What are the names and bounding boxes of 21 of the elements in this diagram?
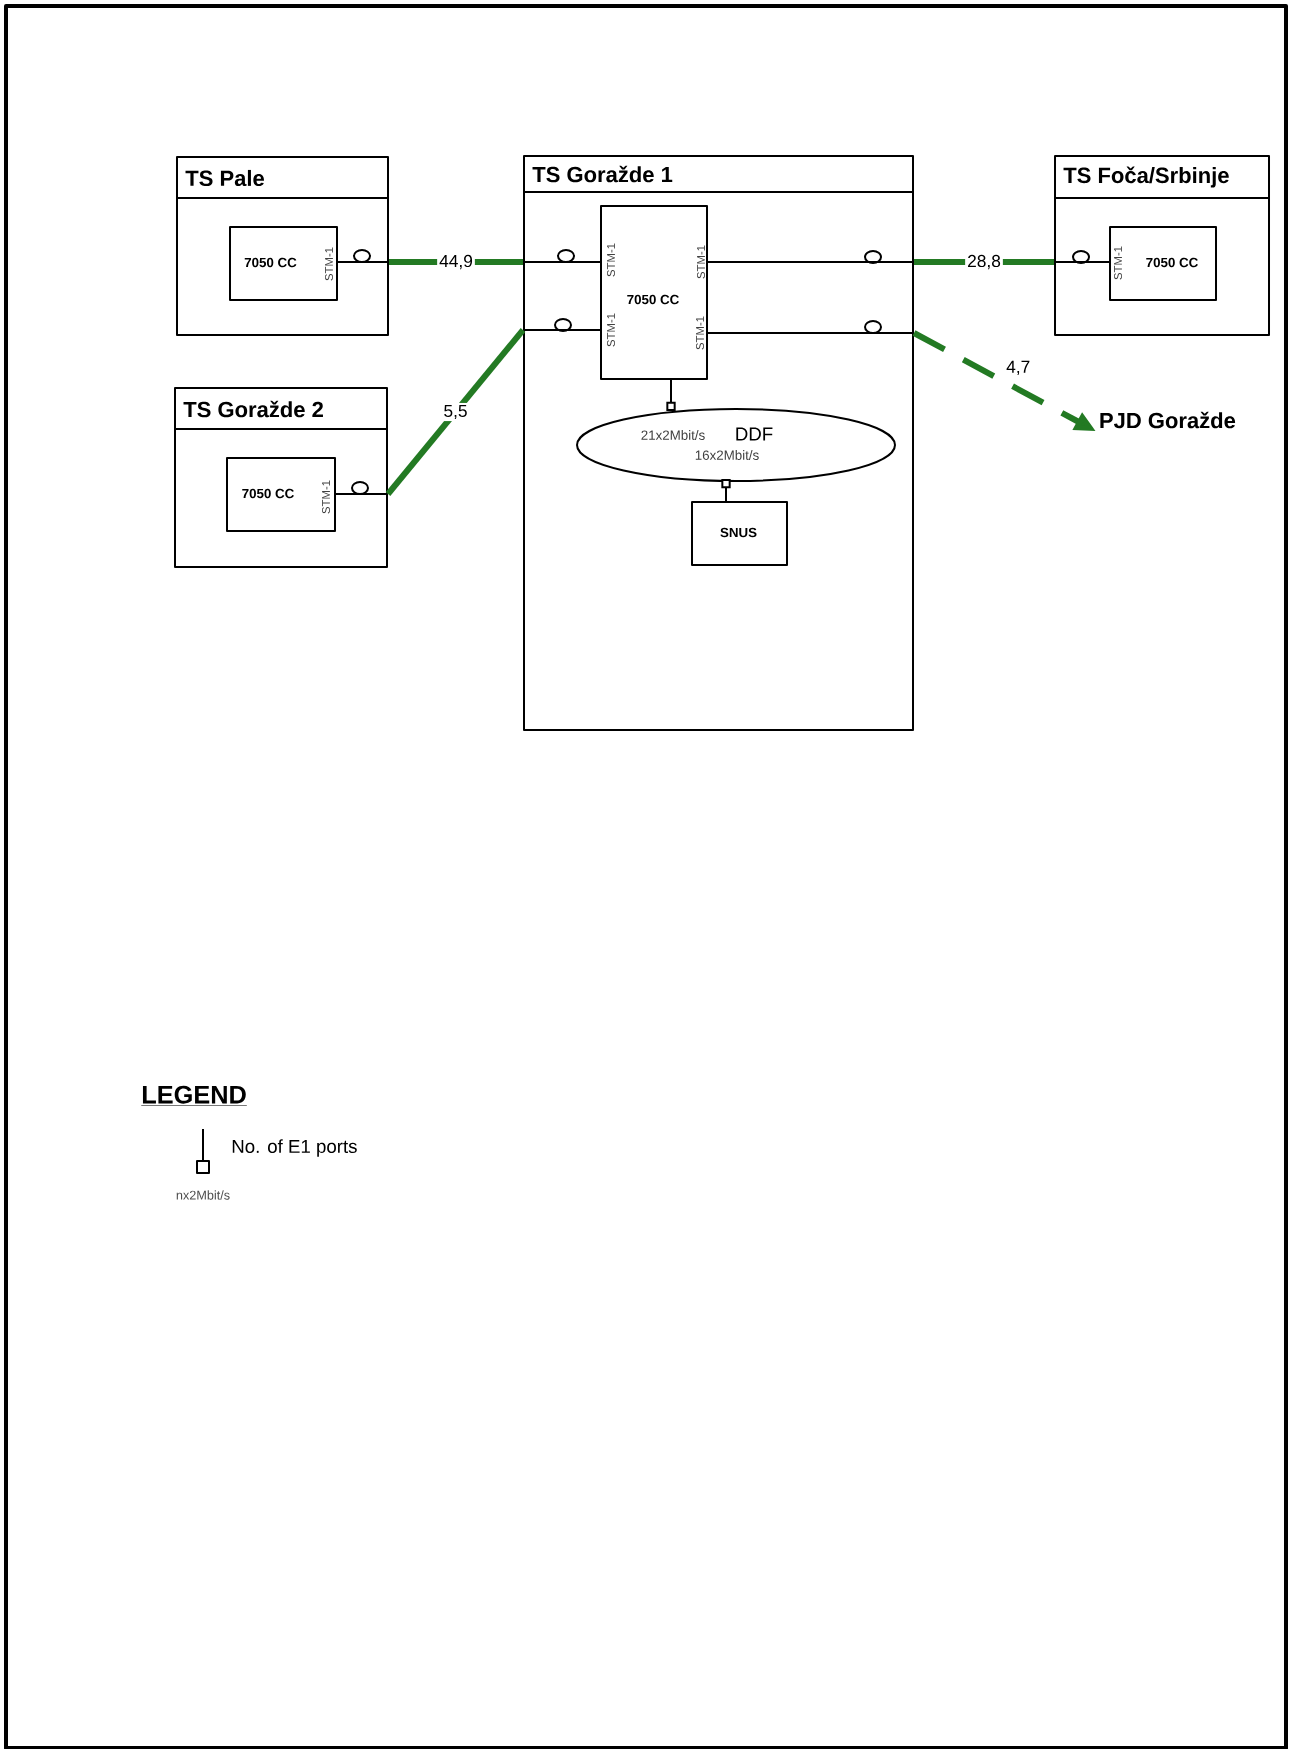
port-label: STM-1 [322,480,330,514]
edge-label: 28,8 [965,252,1003,272]
station-label: PJD Goražde [1100,411,1236,429]
port-label: STM-1 [697,245,705,279]
edge-label: 5,5 [441,402,470,422]
legend-text: No. of E1 ports [232,1139,357,1157]
edge-label: 44,9 [437,252,475,272]
port-label: STM-1 [696,316,704,350]
connection-line [721,479,731,502]
unit-box: SNUS [691,501,788,566]
port-label: STM-1 [1114,246,1122,280]
port-label: STM-1 [607,243,615,277]
edge-label: 4,7 [1004,358,1033,377]
port-label: STM-1 [607,313,615,347]
rate-label: 21x2Mbit/s [641,430,705,440]
connection-line [666,379,676,411]
legend-note: nx2Mbit/s [176,1190,230,1200]
rate-label: 16x2Mbit/s [695,450,759,460]
legend-heading: LEGEND [141,1085,248,1106]
port-label: STM-1 [325,247,333,281]
connection-line [385,328,526,496]
